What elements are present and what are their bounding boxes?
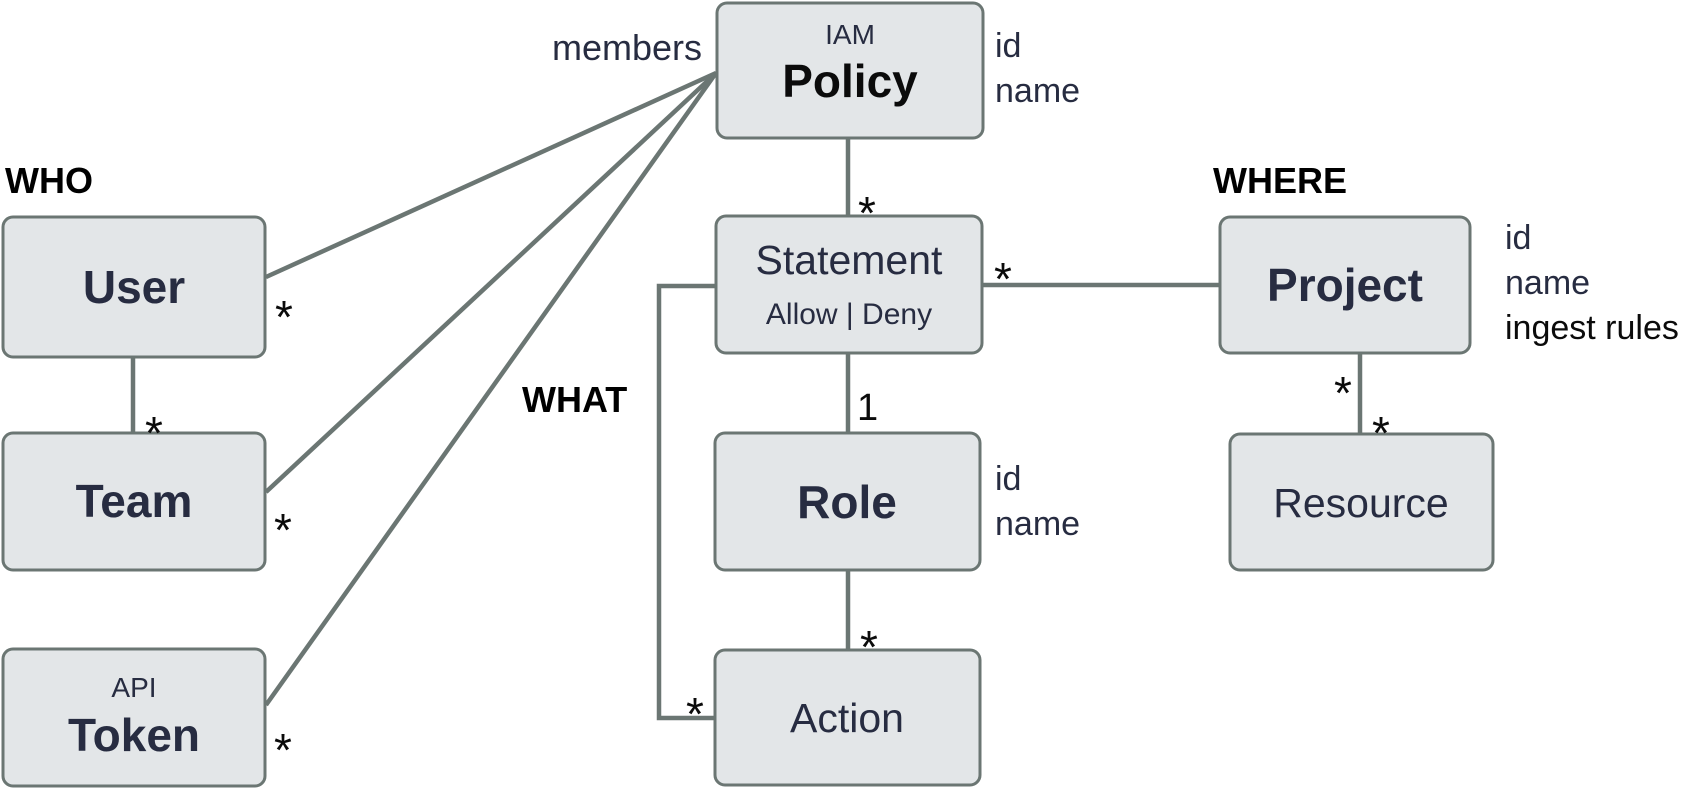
mult-project-resource-top: *: [1334, 367, 1352, 419]
edge-team-policy: [264, 71, 718, 494]
project-attr-ingest-rules: ingest rules: [1505, 309, 1679, 347]
policy-attr-name: name: [995, 72, 1080, 110]
project-attr-id: id: [1505, 219, 1531, 257]
mult-user-policy: *: [275, 291, 293, 343]
edge-statement-action: [656, 283, 716, 721]
token-pre-label: API: [111, 672, 156, 703]
section-where: WHERE: [1213, 160, 1347, 201]
user-title: User: [83, 261, 185, 313]
multiplicity-labels: * * * * * 1 * * * * *: [145, 187, 1390, 776]
role-box: [713, 431, 982, 572]
mult-team-policy: *: [274, 504, 292, 556]
entity-resource: Resource: [1228, 432, 1495, 572]
mult-user-team: *: [145, 407, 163, 459]
policy-box: [715, 1, 985, 140]
edge-token-policy: [264, 71, 718, 707]
token-title: Token: [68, 709, 200, 761]
role-attr-id: id: [995, 460, 1021, 498]
action-box: [713, 648, 982, 787]
policy-title: Policy: [782, 55, 918, 107]
statement-subtitle: Allow | Deny: [766, 298, 932, 331]
team-box: [1, 431, 267, 572]
project-attr-name: name: [1505, 264, 1590, 302]
mult-token-policy: *: [274, 724, 292, 776]
entity-team: Team: [1, 431, 267, 572]
mult-statement-project: *: [994, 253, 1012, 305]
role-attr-name: name: [995, 505, 1080, 543]
project-box: [1218, 215, 1472, 355]
role-title: Role: [797, 476, 897, 528]
entity-action: Action: [713, 648, 982, 787]
entity-user: User: [1, 215, 267, 359]
connectors: [130, 70, 1363, 721]
entity-role: Role: [713, 431, 982, 572]
project-title: Project: [1267, 259, 1423, 311]
section-who: WHO: [5, 160, 93, 201]
statement-box: [714, 214, 984, 355]
mult-statement-role: 1: [857, 387, 878, 429]
token-box: [1, 647, 267, 788]
edge-user-policy: [265, 70, 717, 280]
mult-statement-action: *: [686, 688, 704, 740]
entity-token: API Token: [1, 647, 267, 788]
team-title: Team: [76, 475, 193, 527]
entity-statement: Statement Allow | Deny: [714, 214, 984, 355]
statement-title: Statement: [756, 237, 943, 283]
resource-title: Resource: [1273, 480, 1448, 526]
section-what: WHAT: [522, 379, 627, 420]
entity-project: Project: [1218, 215, 1472, 355]
resource-box: [1228, 432, 1495, 572]
policy-pre-label: IAM: [825, 19, 875, 50]
policy-attr-id: id: [995, 27, 1021, 65]
mult-policy-statement: *: [858, 187, 876, 239]
action-title: Action: [790, 695, 904, 741]
user-box: [1, 215, 267, 359]
members-label: members: [552, 27, 702, 68]
entity-policy: IAM Policy: [715, 1, 985, 140]
mult-project-resource-bottom: *: [1372, 407, 1390, 459]
mult-role-action: *: [860, 621, 878, 673]
